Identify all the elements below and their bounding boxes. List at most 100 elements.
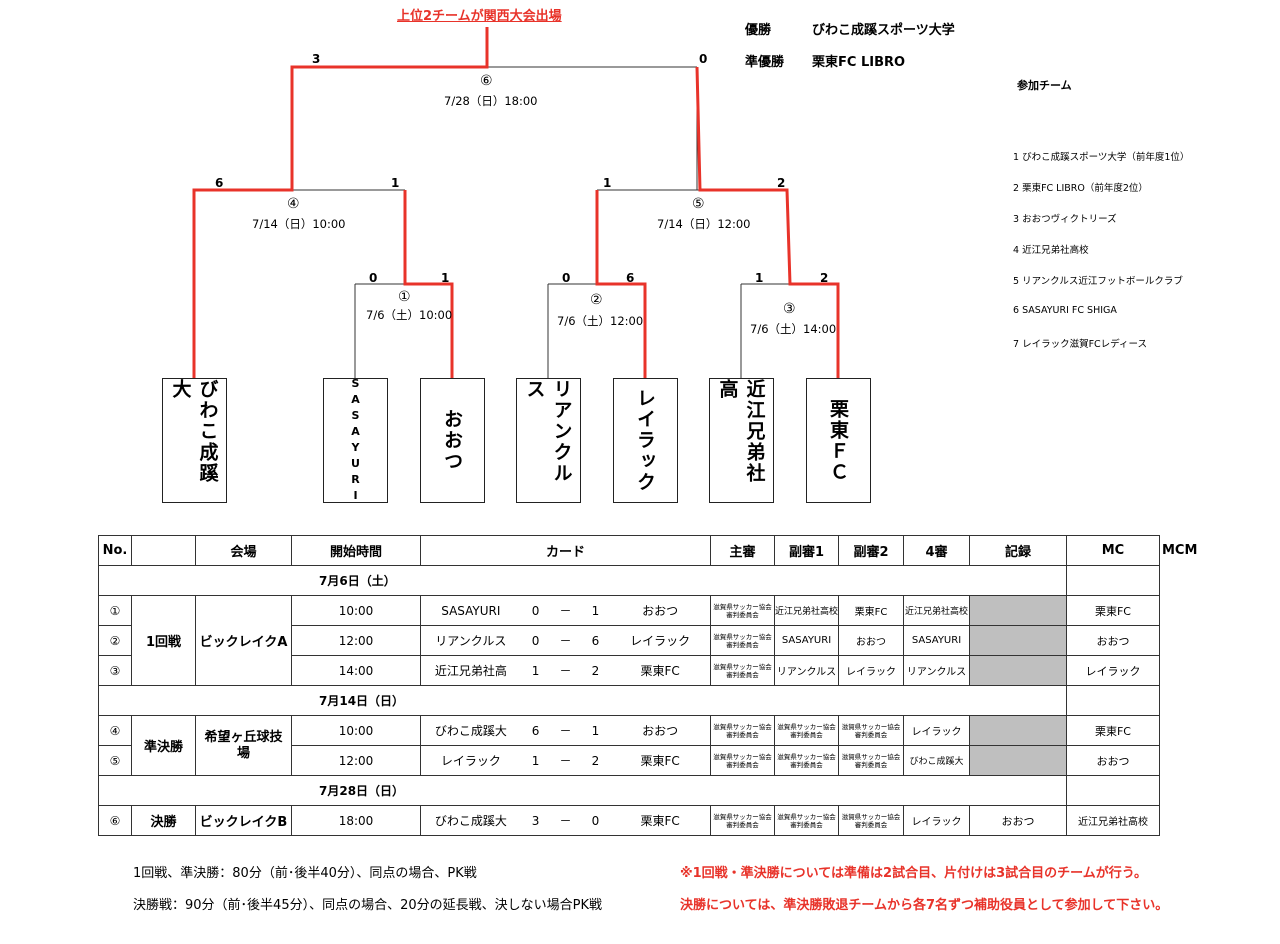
- fourth-official: レイラック: [903, 805, 970, 836]
- round-label: 準決勝: [131, 715, 196, 776]
- schedule-table: No. 会場 開始時間 カード 主審 副審1 副審2 4審 記録 MC 7月6日…: [98, 535, 1160, 836]
- dash: －: [559, 634, 572, 648]
- venue-label: ビックレイクB: [195, 805, 292, 836]
- referee: 滋賀県サッカー協会 審判委員会: [710, 595, 775, 626]
- match-no: ②: [98, 625, 132, 656]
- dash: －: [559, 814, 572, 828]
- participant-item: 3 おおつヴィクトリーズ: [1013, 214, 1117, 225]
- home-team: びわこ成蹊大: [434, 814, 507, 828]
- score-m1-left: 0: [369, 271, 378, 285]
- match-date-5: 7/14（日）12:00: [657, 217, 751, 231]
- score-m3-left: 1: [755, 271, 764, 285]
- match-date-6: 7/28（日）18:00: [444, 94, 538, 108]
- red-note-1: ※1回戦・準決勝については準備は2試合目、片付けは3試合目のチームが行う。: [680, 866, 1147, 881]
- header-no: No.: [98, 535, 132, 566]
- start-time: 12:00: [291, 625, 421, 656]
- runner-up-name: 栗東FC LIBRO: [812, 55, 906, 70]
- away-score: 0: [591, 813, 600, 828]
- referee: 滋賀県サッカー協会 審判委員会: [710, 715, 775, 746]
- team-box-rittou: 栗東ＦＣ: [806, 378, 871, 503]
- dash: －: [559, 754, 572, 768]
- home-score: 3: [531, 813, 540, 828]
- away-score: 6: [591, 633, 600, 648]
- participant-item: 1 びわこ成蹊スポーツ大学（前年度1位）: [1013, 152, 1190, 163]
- score-m6-right: 0: [699, 52, 708, 66]
- start-time: 14:00: [291, 655, 421, 686]
- fourth-official: リアンクルス: [903, 655, 970, 686]
- date-row: 7月28日（日）: [98, 775, 1160, 806]
- match-no: ⑤: [98, 745, 132, 776]
- mc-cell: 近江兄弟社高校: [1066, 805, 1160, 836]
- away-team: おおつ: [642, 724, 679, 738]
- home-team: SASAYURI: [441, 603, 501, 618]
- dash: －: [559, 664, 572, 678]
- assistant1: リアンクルス: [774, 655, 839, 686]
- score-m2-left: 0: [562, 271, 571, 285]
- table-header-row: No. 会場 開始時間 カード 主審 副審1 副審2 4審 記録 MC: [98, 535, 1160, 566]
- match-date-1: 7/6（土）10:00: [366, 308, 453, 322]
- participant-item: 7 レイラック滋賀FCレディース: [1013, 339, 1148, 350]
- assistant1: 滋賀県サッカー協会 審判委員会: [774, 805, 839, 836]
- score-m4-right: 1: [391, 176, 400, 190]
- team-box-sasayuri: SASAYURI: [323, 377, 388, 505]
- date-row: 7月14日（日）: [98, 685, 1160, 716]
- match-number-6: ⑥: [480, 73, 493, 89]
- fourth-official: SASAYURI: [903, 625, 970, 656]
- match-date-3: 7/6（土）14:00: [750, 322, 837, 336]
- record-cell: [969, 625, 1067, 656]
- start-time: 18:00: [291, 805, 421, 836]
- home-team: びわこ成蹊大: [434, 724, 507, 738]
- rule-note-2: 決勝戦：90分（前･後半45分）、同点の場合、20分の延長戦、決しない場合PK戦: [133, 898, 602, 913]
- assistant1: 近江兄弟社高校: [774, 595, 839, 626]
- red-note-2: 決勝については、準決勝敗退チームから各7名ずつ補助役員として参加して下さい。: [680, 898, 1169, 913]
- participant-item: 5 リアンクルス近江フットボールクラブ: [1013, 276, 1183, 287]
- round-label: 1回戦: [131, 595, 196, 686]
- assistant2: レイラック: [838, 655, 904, 686]
- date-label: 7月14日（日）: [98, 685, 1067, 716]
- assistant2: 滋賀県サッカー協会 審判委員会: [838, 805, 904, 836]
- home-score: 0: [531, 633, 540, 648]
- score-m3-right: 2: [820, 271, 829, 285]
- match-number-2: ②: [590, 292, 603, 308]
- champion-name: びわこ成蹊スポーツ大学: [812, 23, 955, 38]
- score-m5-left: 1: [603, 176, 612, 190]
- mc-cell: 栗東FC: [1066, 715, 1160, 746]
- home-score: 6: [531, 723, 540, 738]
- dash: －: [559, 724, 572, 738]
- match-no: ①: [98, 595, 132, 626]
- mc-cell: 栗東FC: [1066, 595, 1160, 626]
- mc-cell: おおつ: [1066, 745, 1160, 776]
- team-box-omi-kyodai: 近江兄弟社高: [709, 378, 774, 503]
- match-no: ④: [98, 715, 132, 746]
- away-team: 栗東FC: [640, 664, 680, 678]
- away-team: レイラック: [630, 634, 691, 648]
- home-score: 1: [531, 663, 540, 678]
- score-m4-left: 6: [215, 176, 224, 190]
- home-score: 0: [531, 603, 540, 618]
- match-card: リアンクルス 0 － 6 レイラック: [420, 625, 711, 656]
- champion-label: 優勝: [745, 23, 772, 38]
- header-assistant1: 副審1: [774, 535, 839, 566]
- participants-title: 参加チーム: [1017, 79, 1072, 92]
- match-date-4: 7/14（日）10:00: [252, 217, 346, 231]
- qualify-note: 上位2チームが関西大会出場: [397, 9, 562, 24]
- assistant2: 滋賀県サッカー協会 審判委員会: [838, 745, 904, 776]
- record-cell: [969, 745, 1067, 776]
- away-score: 1: [591, 603, 600, 618]
- team-box-biwako: びわこ成蹊大: [162, 378, 227, 503]
- score-m6-left: 3: [312, 52, 321, 66]
- fourth-official: 近江兄弟社高校: [903, 595, 970, 626]
- home-team: 近江兄弟社高: [434, 664, 507, 678]
- assistant1: 滋賀県サッカー協会 審判委員会: [774, 715, 839, 746]
- participant-item: 6 SASAYURI FC SHIGA: [1013, 305, 1117, 316]
- home-score: 1: [531, 753, 540, 768]
- mc-cell: おおつ: [1066, 625, 1160, 656]
- away-score: 2: [591, 753, 600, 768]
- assistant2: 栗東FC: [838, 595, 904, 626]
- header-round: [131, 535, 196, 566]
- home-team: リアンクルス: [435, 634, 507, 648]
- header-start-time: 開始時間: [291, 535, 421, 566]
- header-fourth: 4審: [903, 535, 970, 566]
